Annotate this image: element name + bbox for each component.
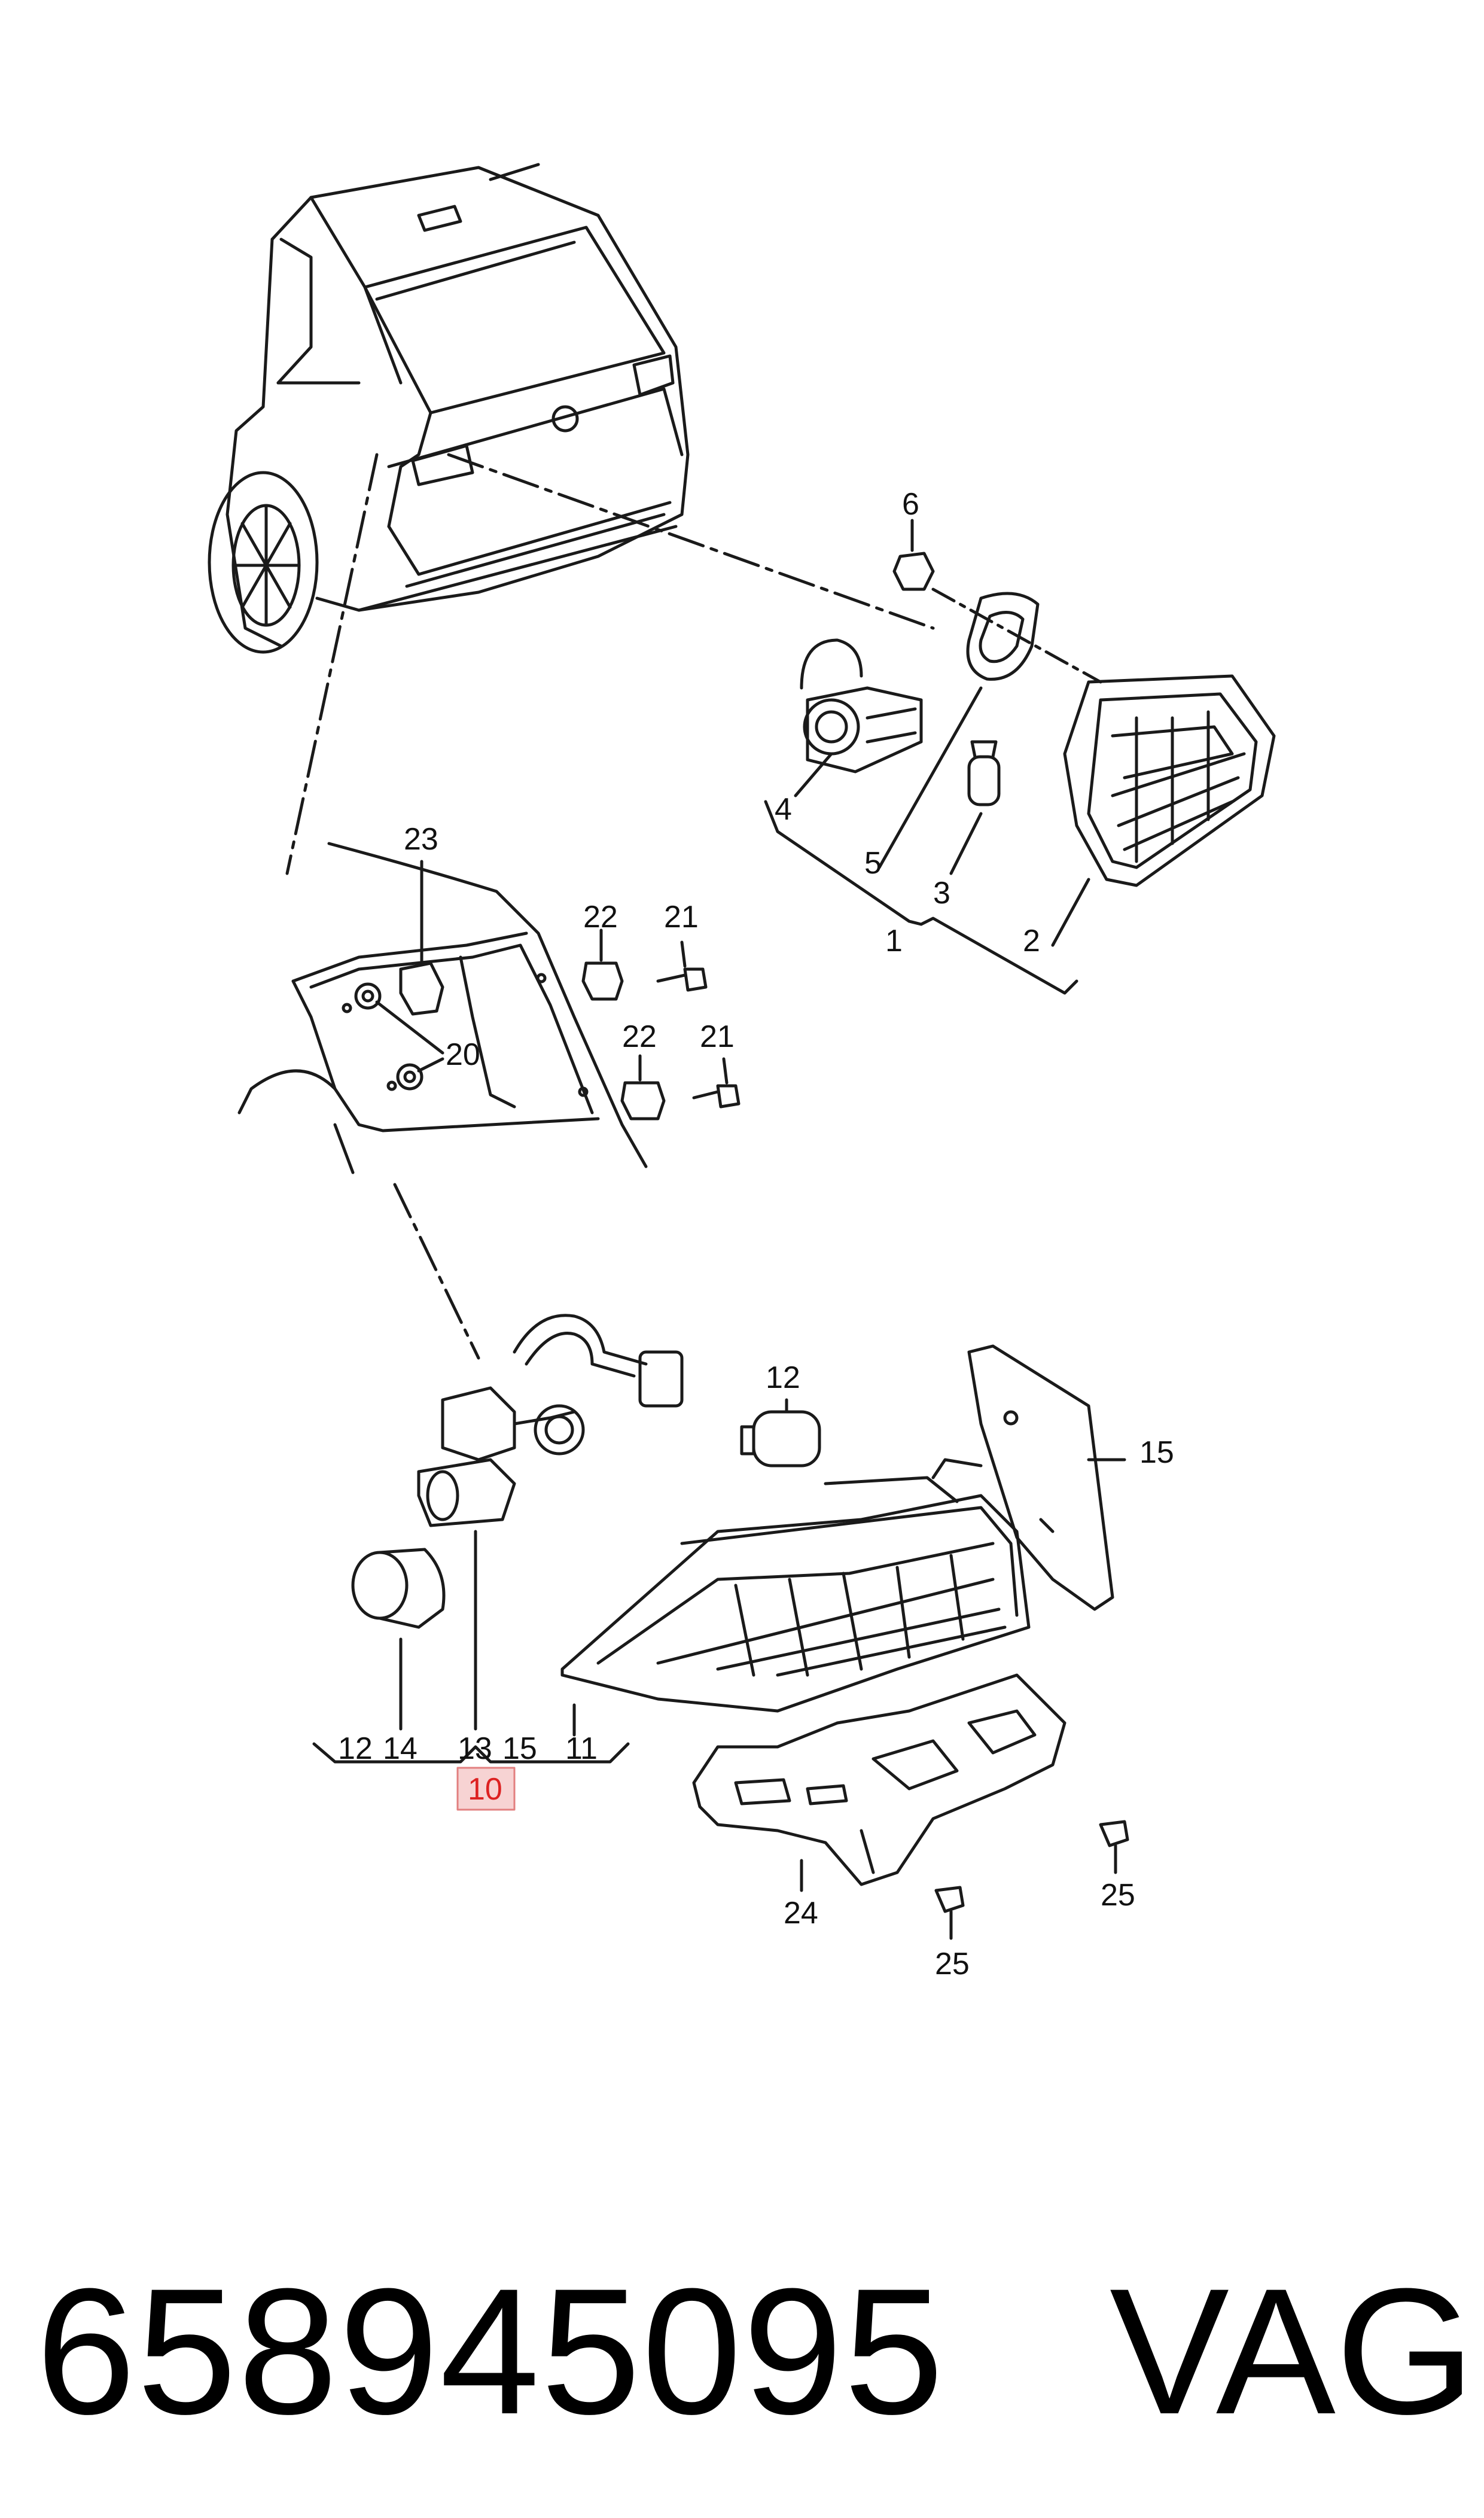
callout-13: 13 xyxy=(458,1731,492,1766)
callout-25-bottom: 25 xyxy=(935,1947,970,1981)
callout-21-upper: 21 xyxy=(664,900,699,934)
callout-5: 5 xyxy=(864,846,882,881)
callout-15-gasket: 15 xyxy=(1139,1435,1174,1470)
callout-15-set: 15 xyxy=(502,1731,537,1766)
callout-20: 20 xyxy=(446,1037,480,1072)
body-panel-group xyxy=(237,842,741,1360)
callout-21-lower: 21 xyxy=(700,1019,735,1054)
callout-12-set: 12 xyxy=(338,1731,373,1766)
callout-23: 23 xyxy=(404,822,438,857)
callout-11: 11 xyxy=(565,1731,598,1766)
outer-lamp-group xyxy=(312,1314,1129,1940)
inner-lamp-group xyxy=(764,519,1276,995)
callout-25-right: 25 xyxy=(1101,1878,1135,1913)
vehicle-rear-illustration xyxy=(208,163,935,875)
callout-3: 3 xyxy=(933,876,950,911)
highlight-box xyxy=(456,1767,516,1811)
part-number: 658945095 xyxy=(36,2251,945,2452)
callout-24: 24 xyxy=(784,1896,818,1931)
callout-labels: 1 2 3 4 5 6 10 11 12 12 13 14 15 15 20 2… xyxy=(338,487,1174,1981)
callout-22-lower: 22 xyxy=(622,1019,657,1054)
callout-4: 4 xyxy=(775,792,792,827)
callout-1: 1 xyxy=(885,924,903,958)
callout-22-upper: 22 xyxy=(583,900,618,934)
callout-6: 6 xyxy=(902,487,919,522)
callout-2: 2 xyxy=(1023,924,1040,958)
callout-10: 10 xyxy=(468,1772,502,1807)
brand-label: VAG xyxy=(1110,2251,1476,2452)
callout-14: 14 xyxy=(383,1731,418,1766)
callout-12-bulb: 12 xyxy=(766,1360,800,1395)
